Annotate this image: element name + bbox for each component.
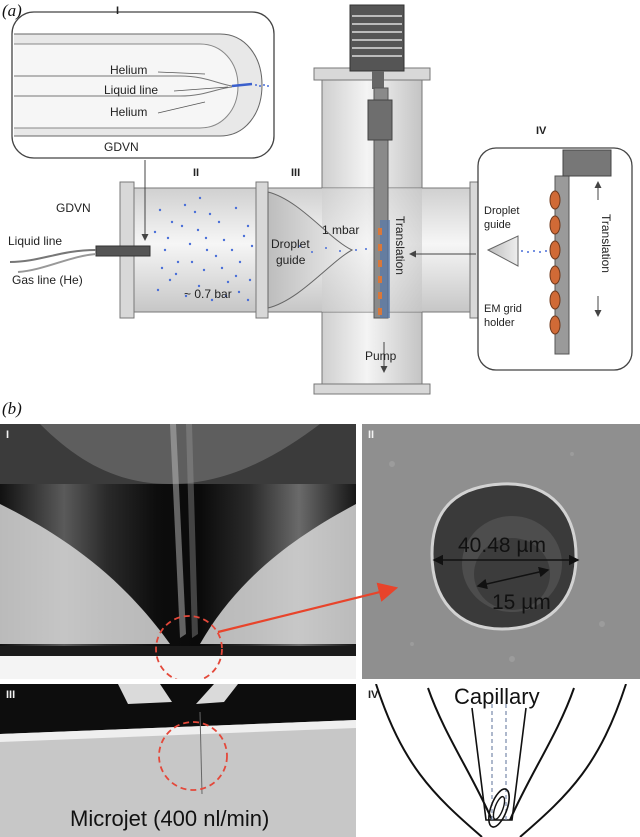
droplet-guide-label-2: guide <box>276 253 306 267</box>
panel-b-roman-iii: III <box>6 689 16 701</box>
vacuum-pressure-label: 1 mbar <box>322 223 360 237</box>
inner-diameter-label: 15 µm <box>492 591 551 614</box>
microjet-highlight-circle <box>158 721 228 791</box>
hole-diameter-label: 40.48 µm <box>458 534 546 557</box>
translation-label: Translation <box>393 216 407 275</box>
panel-b-roman-i: I <box>6 429 10 441</box>
panel-a-tag: (a) <box>2 1 22 20</box>
gdvn-nozzle <box>95 245 151 257</box>
apparatus-diagram <box>9 4 633 395</box>
bottom-flange <box>313 383 431 395</box>
gdvn-label: GDVN <box>56 201 91 215</box>
inset-helium-bottom-label: Helium <box>110 105 148 119</box>
panel-b-tag: (b) <box>2 399 22 418</box>
capillary-label: Capillary <box>454 684 540 709</box>
gas-line-label: Gas line (He) <box>12 273 83 287</box>
liquid-line-label: Liquid line <box>8 234 63 248</box>
inset-iv-translation-label: Translation <box>599 214 613 273</box>
nozzle-highlight-circle <box>155 615 223 679</box>
mid-flange <box>255 181 269 319</box>
photo-sem-hole <box>362 424 640 679</box>
photo-microjet <box>0 684 356 837</box>
inset-helium-top-label: Helium <box>110 63 148 77</box>
panel-b-roman-iv: IV <box>368 689 379 701</box>
inset-liquid-line-label: Liquid line <box>104 83 159 97</box>
em-grid-label-1: EM grid <box>484 303 522 315</box>
inset-iv-droplet-guide-1: Droplet <box>484 205 520 217</box>
chamber-pressure-label: ~ 0.7 bar <box>184 287 232 301</box>
panel-a-roman-i: I <box>116 5 120 17</box>
capillary-schematic <box>362 684 640 837</box>
panel-a-roman-ii: II <box>193 167 200 179</box>
motor-block <box>349 4 405 72</box>
microjet-label: Microjet (400 nl/min) <box>70 806 270 831</box>
panel-a-roman-iii: III <box>291 167 301 179</box>
pump-label: Pump <box>365 349 397 363</box>
droplet-guide-label-1: Droplet <box>271 237 310 251</box>
panel-a-roman-iv: IV <box>536 125 547 137</box>
gdvn-inset-label: GDVN <box>104 140 139 154</box>
em-grid-label-2: holder <box>484 317 515 329</box>
photo-nozzle-tip <box>0 424 356 679</box>
droplet-guide-cone <box>267 191 354 309</box>
inset-iv-droplet-guide-2: guide <box>484 219 511 231</box>
panel-b-roman-ii: II <box>368 429 375 441</box>
